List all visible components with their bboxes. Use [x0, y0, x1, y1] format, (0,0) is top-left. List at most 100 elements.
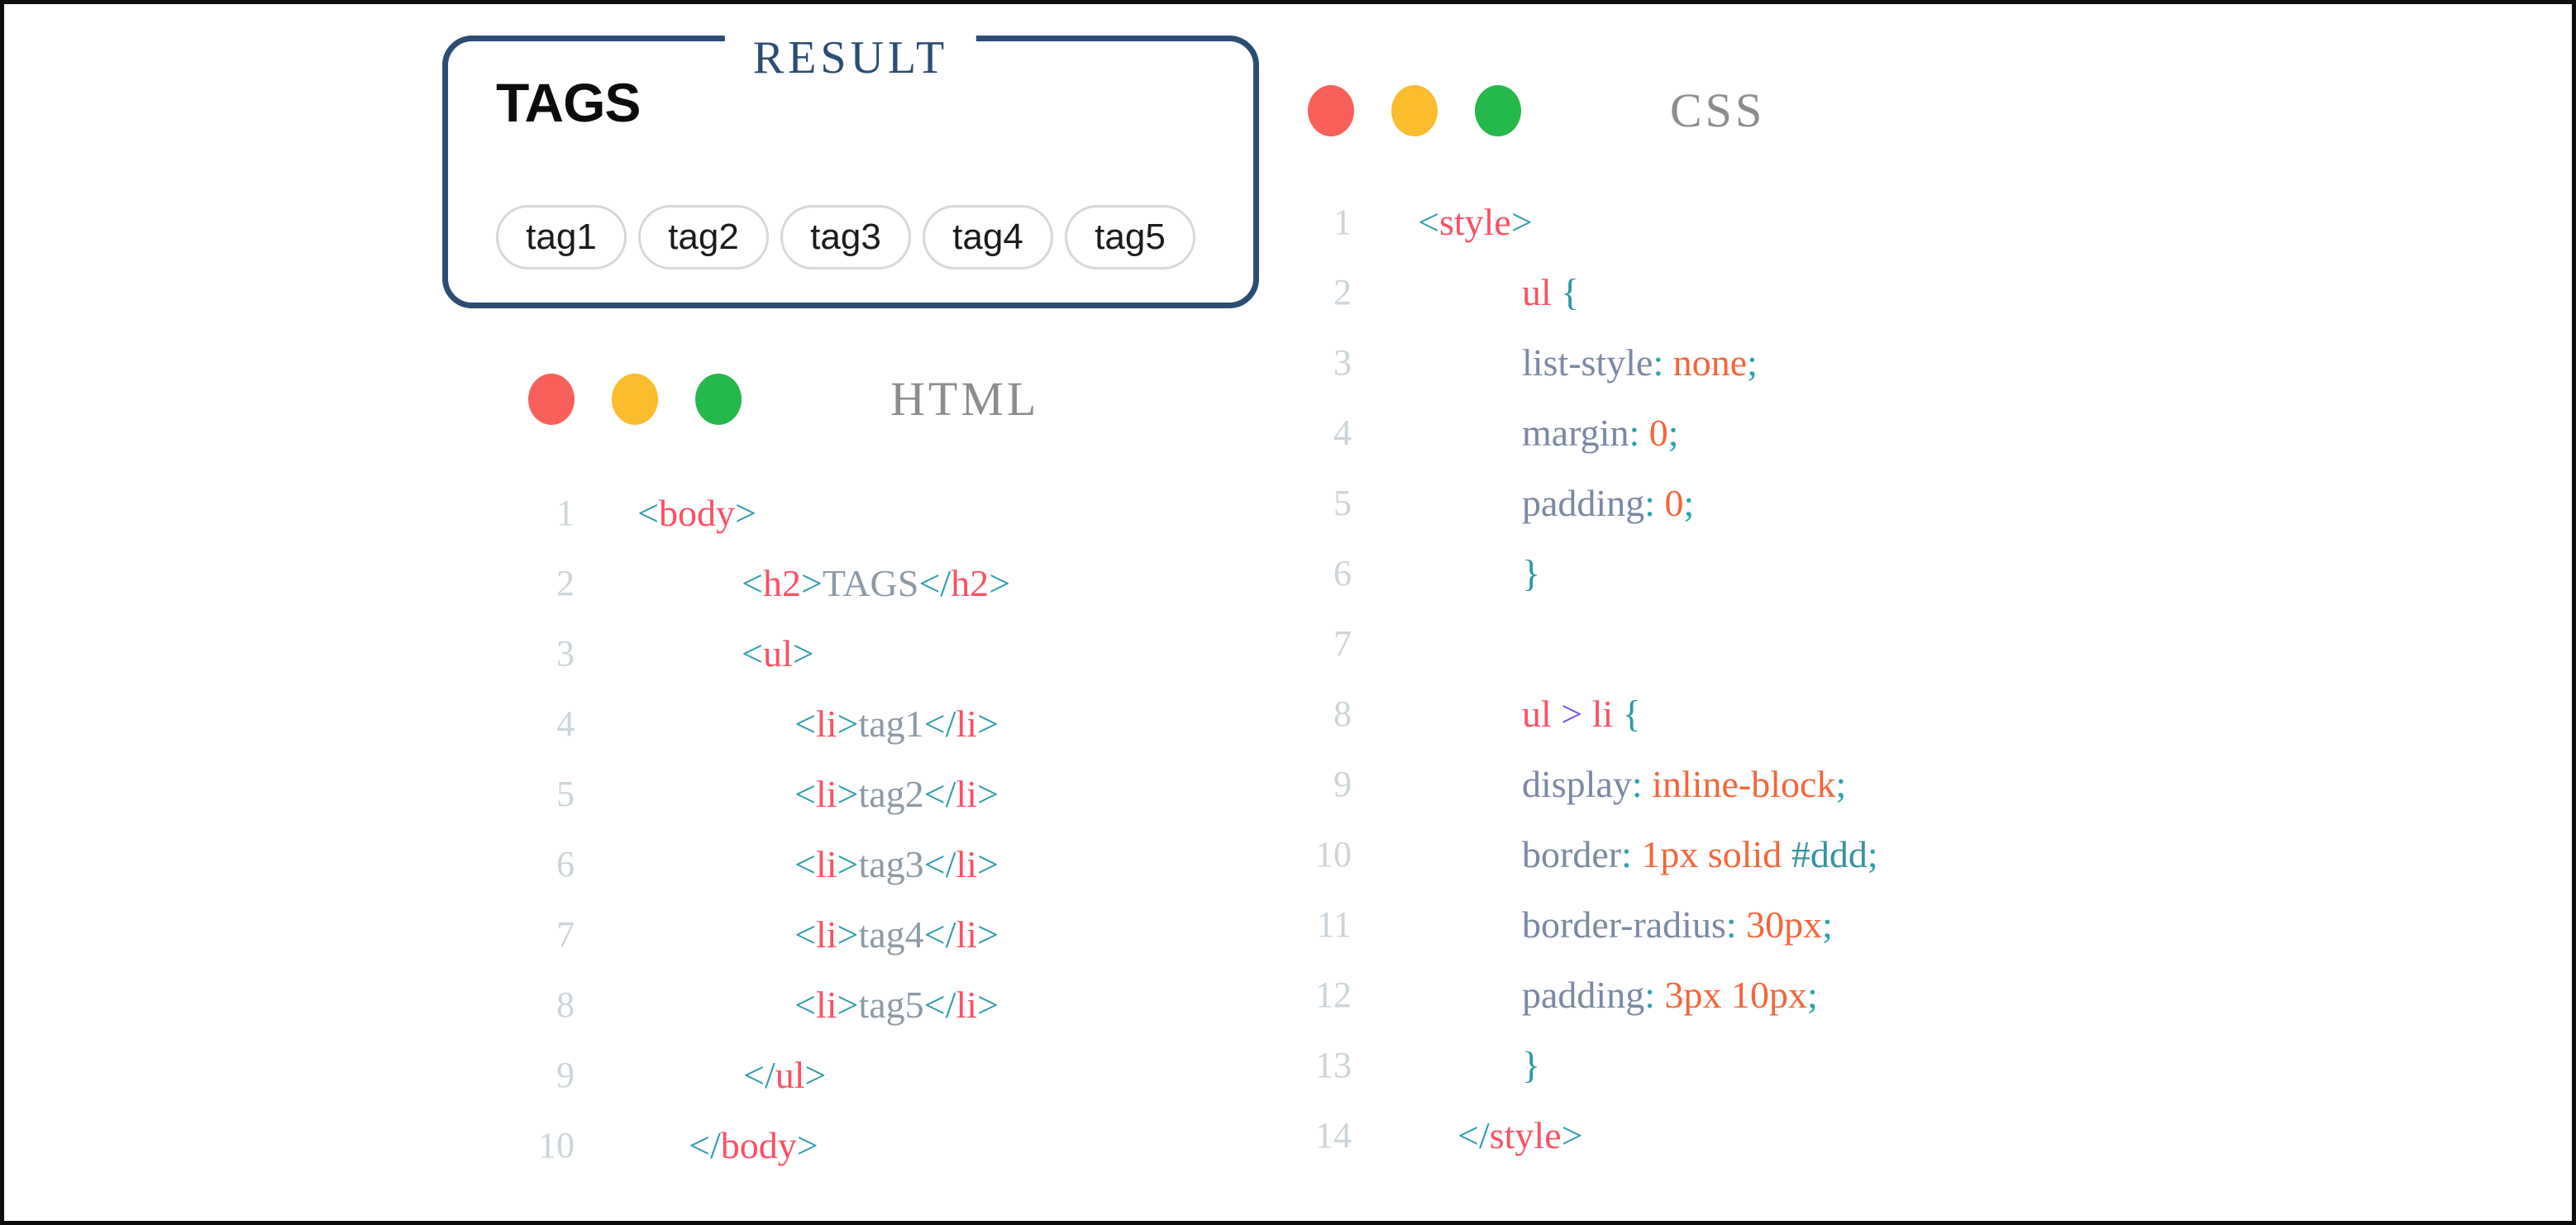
token-bracket: > — [837, 843, 859, 885]
code-text: </ul> — [575, 1053, 826, 1097]
code-text: <li>tag4</li> — [575, 913, 999, 956]
code-line: 9</ul> — [465, 1040, 1010, 1110]
code-text: ul { — [1352, 270, 1579, 314]
line-number: 3 — [556, 633, 575, 674]
line-number: 3 — [1333, 342, 1352, 383]
line-number: 12 — [1315, 975, 1352, 1015]
code-line: 1<body> — [465, 478, 1010, 548]
token-text: tag2 — [858, 773, 924, 815]
token-bracket: </ — [923, 843, 956, 885]
code-line: 13} — [1243, 1030, 1878, 1100]
line-number: 1 — [1333, 202, 1352, 242]
token-punct: : — [1644, 482, 1655, 524]
token-bracket: < — [794, 703, 816, 745]
code-text: <style> — [1352, 200, 1533, 244]
code-text: list-style: none; — [1352, 341, 1758, 384]
token-brace: { — [1551, 271, 1580, 313]
token-bracket: > — [976, 913, 999, 956]
token-bracket: </ — [689, 1124, 721, 1166]
token-tag: li — [956, 843, 977, 885]
token-prop: margin — [1522, 412, 1629, 454]
token-prop: padding — [1522, 974, 1645, 1016]
token-value: 0 — [1639, 412, 1668, 454]
line-number: 1 — [556, 493, 575, 533]
token-prop: padding — [1522, 482, 1645, 524]
code-text: } — [1352, 1043, 1540, 1087]
result-heading: TAGS — [496, 72, 641, 133]
code-text: <body> — [575, 491, 756, 535]
token-punct: ; — [1835, 763, 1847, 805]
token-bracket: > — [1561, 1114, 1583, 1156]
token-text: tag1 — [858, 703, 924, 745]
token-tag: style — [1489, 1114, 1562, 1156]
traffic-lights — [528, 374, 779, 425]
token-bracket: < — [794, 843, 816, 885]
line-number: 4 — [556, 703, 575, 744]
token-punct: ; — [1867, 833, 1878, 875]
token-bracket: </ — [743, 1054, 775, 1096]
token-bracket: < — [742, 632, 763, 674]
token-value: 3px 10px — [1654, 974, 1807, 1016]
traffic-light-red-icon — [528, 374, 575, 425]
token-bracket: > — [837, 913, 859, 956]
code-text: margin: 0; — [1352, 411, 1679, 455]
html-editor-title: HTML — [890, 371, 1040, 426]
tag-pill: tag2 — [638, 205, 769, 269]
token-prop: list-style — [1522, 341, 1653, 384]
token-text: tag3 — [858, 843, 924, 885]
code-line: 7<li>tag4</li> — [465, 899, 1010, 970]
line-number: 9 — [556, 1055, 575, 1095]
code-text: </style> — [1352, 1113, 1583, 1157]
code-text: <h2>TAGS</h2> — [575, 561, 1010, 605]
token-bracket: > — [734, 492, 756, 534]
token-bracket: > — [792, 632, 814, 674]
token-tag: h2 — [762, 562, 801, 604]
code-text: padding: 0; — [1352, 481, 1694, 525]
token-punct: : — [1621, 833, 1632, 875]
token-punct: : — [1725, 903, 1737, 946]
line-number: 10 — [1315, 834, 1352, 875]
code-text: border: 1px solid #ddd; — [1352, 832, 1878, 876]
token-tag: style — [1438, 201, 1511, 243]
html-code-block: 1<body>2<h2>TAGS</h2>3<ul>4<li>tag1</li>… — [465, 478, 1010, 1180]
token-tag: ul — [1522, 693, 1562, 735]
traffic-light-yellow-icon — [1391, 85, 1438, 136]
token-tag: li — [956, 913, 977, 956]
token-tag: body — [658, 492, 735, 534]
token-punct: : — [1631, 763, 1643, 805]
line-number: 10 — [538, 1125, 575, 1165]
token-bracket: < — [794, 913, 816, 956]
token-bracket: > — [837, 984, 859, 1026]
token-value: 0 — [1654, 482, 1684, 524]
tag-pill: tag4 — [923, 205, 1053, 269]
token-bracket: > — [800, 562, 823, 604]
token-bracket: > — [976, 843, 999, 885]
token-brace: } — [1522, 552, 1541, 594]
token-punct: : — [1629, 412, 1640, 454]
token-text: TAGS — [822, 562, 919, 604]
token-prop: border-radius — [1522, 903, 1726, 946]
token-tag: li — [815, 984, 837, 1026]
code-line: 6} — [1243, 538, 1878, 608]
token-hex: #ddd — [1791, 833, 1868, 875]
code-line: 14</style> — [1243, 1100, 1878, 1170]
traffic-light-green-icon — [1475, 85, 1521, 136]
token-punct: : — [1644, 974, 1655, 1016]
traffic-light-green-icon — [695, 374, 742, 425]
html-editor-window: HTML — [528, 374, 1039, 425]
code-line: 1<style> — [1243, 187, 1878, 257]
code-text: border-radius: 30px; — [1352, 903, 1833, 946]
token-tag: h2 — [951, 562, 990, 604]
css-editor-window: CSS — [1308, 85, 1765, 136]
code-line: 5<li>tag2</li> — [465, 759, 1010, 829]
line-number: 9 — [1333, 764, 1352, 804]
line-number: 14 — [1315, 1115, 1352, 1156]
token-tag: li — [815, 773, 837, 815]
token-bracket: < — [742, 562, 763, 604]
line-number: 5 — [1333, 483, 1352, 523]
line-number: 2 — [556, 563, 575, 603]
